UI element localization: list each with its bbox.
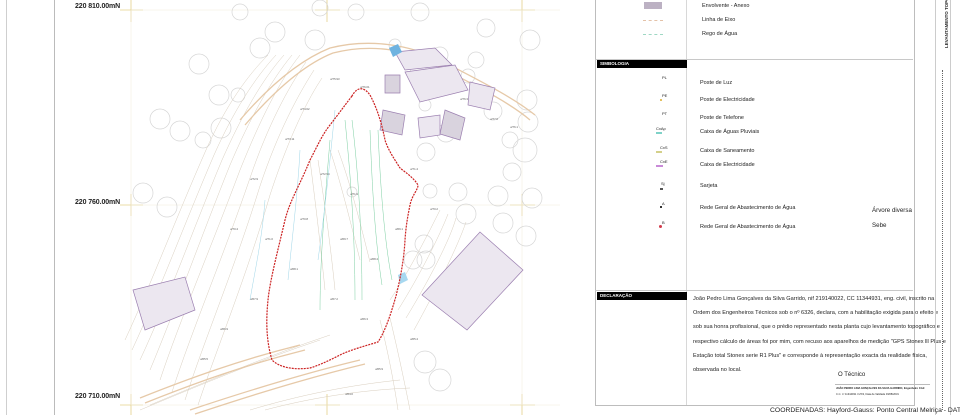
annex-fill-swatch <box>644 2 662 9</box>
declaration-line-5: Estação total Stonex serie R1 Plus" e co… <box>693 353 927 359</box>
svg-text:•276.1: •276.1 <box>510 125 518 129</box>
map-drawing: •275.93 •276.01 •274.62 •273.11 •272.54 •271… <box>120 0 560 415</box>
declaration-line-3: sob sua honra profissional, que o prédio… <box>693 324 940 330</box>
svg-text:•270.4: •270.4 <box>230 227 238 231</box>
svg-text:•276.01: •276.01 <box>360 85 370 89</box>
svg-text:•268.1: •268.1 <box>290 267 298 271</box>
symbol-cxs: CxS <box>660 145 668 150</box>
section-divider-simbologia <box>595 59 913 60</box>
grid-crosses <box>120 0 535 415</box>
property-boundary <box>266 88 419 370</box>
frame-line-outer <box>6 0 7 415</box>
simbologia-label-aguas-pluviais: Caixa de Águas Pluviais <box>700 129 760 135</box>
svg-text:•274.62: •274.62 <box>300 107 310 111</box>
simbologia-header: SIMBOLOGIA <box>597 60 687 68</box>
stream-lines <box>319 119 393 311</box>
svg-text:•265.5: •265.5 <box>200 357 208 361</box>
symbol-b: B <box>662 220 665 225</box>
signature-line <box>835 384 930 385</box>
water-network-b-icon <box>659 225 662 228</box>
symbol-pl: PL <box>662 75 667 80</box>
svg-text:•266.3: •266.3 <box>360 317 368 321</box>
sj-marker-icon <box>660 188 663 190</box>
simbologia-label-sarjeta: Sarjeta <box>700 183 718 189</box>
simbologia-label-saneamento: Caixa de Saneamento <box>700 148 755 154</box>
pe-marker-icon <box>660 99 662 101</box>
topographic-map[interactable]: •275.93 •276.01 •274.62 •273.11 •272.54 •271… <box>0 0 590 415</box>
declaracao-header: DECLARAÇÃO <box>597 292 687 300</box>
signature-title: O Técnico <box>838 372 866 378</box>
symbol-pe: PE <box>662 93 668 98</box>
signature-name: JOÃO PEDRO LIMA GONÇALVES DA SILVA GARRI… <box>836 387 925 390</box>
simbologia-label-abastecimento-b: Rede Geral de Abastecimento de Água <box>700 224 796 230</box>
simbologia-label-poste-electricidade: Poste de Electricidade <box>700 97 755 103</box>
declaration-line-2: Ordem dos Engenheiros Técnicos sob o nº … <box>693 310 939 316</box>
symbol-sj: Sj <box>661 181 665 186</box>
tree-symbols <box>132 0 543 392</box>
svg-text:•271.9: •271.9 <box>350 192 358 196</box>
coordinates-footer: COORDENADAS: Hayford-Gauss: Ponto Centra… <box>770 407 960 414</box>
signature-id: C.C. nº 11344931 3 ZX3, Data de Validade… <box>836 393 899 396</box>
water-box <box>389 44 402 57</box>
northing-label-middle: 220 760.00mN <box>75 199 121 206</box>
legend-label-annex: Envolvente - Anexo <box>702 3 750 9</box>
simbologia-label-arvore-diversa: Árvore diversa <box>872 207 912 214</box>
svg-text:•271.0: •271.0 <box>265 237 273 241</box>
svg-text:•277.0: •277.0 <box>490 117 498 121</box>
cxe-marker-icon <box>656 165 663 167</box>
stream-line-icon <box>643 34 663 35</box>
svg-text:•265.9: •265.9 <box>375 367 383 371</box>
svg-text:•264.0: •264.0 <box>345 392 353 396</box>
simbologia-label-sebe: Sebe <box>872 222 887 229</box>
elevation-points: •275.93 •276.01 •274.62 •273.11 •272.54 •271… <box>200 77 518 396</box>
svg-text:•276.3: •276.3 <box>460 97 468 101</box>
strip-fine-text <box>942 70 944 410</box>
section-divider-declaracao <box>595 290 913 291</box>
svg-text:•272.54: •272.54 <box>320 172 330 176</box>
legend-column-divider <box>686 0 687 405</box>
simbologia-label-poste-telefone: Poste de Telefone <box>700 115 744 121</box>
svg-text:•265.4: •265.4 <box>410 337 418 341</box>
svg-text:•267.9: •267.9 <box>250 297 258 301</box>
title-block-strip <box>935 0 951 415</box>
northing-label-top: 220 810.00mN <box>75 3 121 10</box>
simbologia-label-poste-luz: Poste de Luz <box>700 80 733 86</box>
simbologia-label-abastecimento-a: Rede Geral de Abastecimento de Água <box>700 205 796 211</box>
frame-line-inner <box>54 0 55 415</box>
declaration-line-6: observada no local. <box>693 367 742 373</box>
svg-text:•270.2: •270.2 <box>430 207 438 211</box>
svg-text:•273.11: •273.11 <box>285 137 295 141</box>
svg-text:•269.1: •269.1 <box>395 227 403 231</box>
declaration-line-1: João Pedro Lima Gonçalves da Silva Garri… <box>693 296 935 302</box>
svg-text:•266.9: •266.9 <box>220 327 228 331</box>
svg-text:•271.4: •271.4 <box>410 167 418 171</box>
svg-text:•275.93: •275.93 <box>330 77 340 81</box>
water-network-a-icon <box>660 206 662 208</box>
symbol-cxap: CxAp <box>656 126 666 131</box>
symbol-a: A <box>662 201 665 206</box>
symbol-pt: PT <box>662 111 668 116</box>
legend-label-axis-line: Linha de Eixo <box>702 17 736 23</box>
simbologia-label-electricidade: Caixa de Electricidade <box>700 162 755 168</box>
cxap-marker-icon <box>656 132 662 134</box>
buildings <box>132 47 524 331</box>
legend-label-stream: Rego de Água <box>702 31 738 37</box>
svg-text:•268.4: •268.4 <box>370 257 378 261</box>
declaration-line-4: respectivo cálculo de áreas foi por mim,… <box>693 339 946 345</box>
axis-line-icon <box>643 20 663 21</box>
svg-text:•270.8: •270.8 <box>300 217 308 221</box>
symbol-cxe: CxE <box>660 159 668 164</box>
svg-text:•272.9: •272.9 <box>250 177 258 181</box>
contour-lines <box>124 54 467 411</box>
svg-text:•267.2: •267.2 <box>330 297 338 301</box>
cxs-marker-icon <box>656 151 662 153</box>
northing-label-bottom: 220 710.00mN <box>75 393 121 400</box>
svg-text:•269.7: •269.7 <box>340 237 348 241</box>
